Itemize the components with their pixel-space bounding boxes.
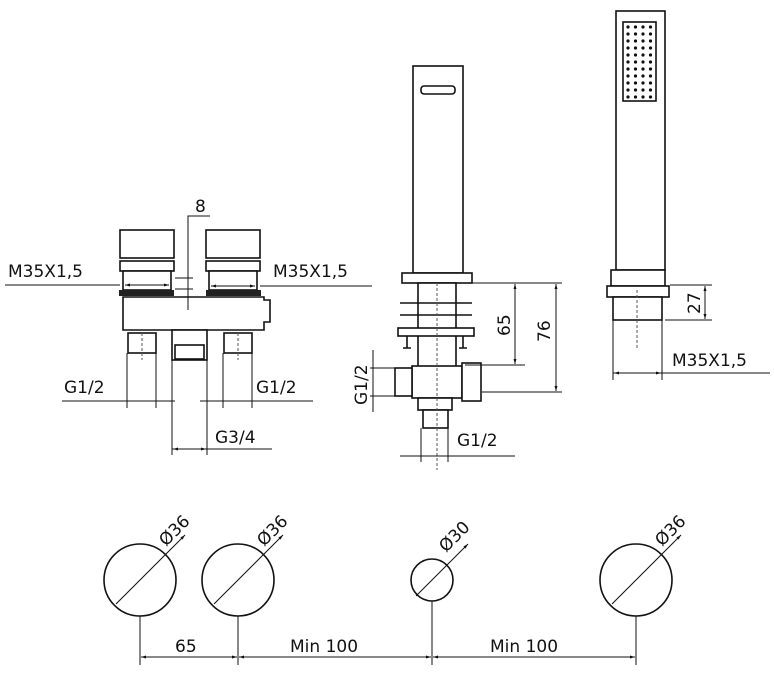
spray-nozzle-dot xyxy=(648,81,653,85)
hole-3: Ø30 xyxy=(410,518,474,602)
spray-nozzle-dot xyxy=(633,67,638,71)
hole-layout-drawing: Ø36 Ø36 Ø30 Ø36 65 Min 100 Min 100 xyxy=(103,512,690,665)
spray-nozzle-dot xyxy=(626,60,630,64)
inlet-side-label: G1/2 xyxy=(352,364,372,405)
hole-4: Ø36 xyxy=(599,512,690,617)
outlet-center-label: G3/4 xyxy=(215,428,256,448)
spray-nozzle-dot xyxy=(633,53,638,57)
spray-nozzle-dot xyxy=(633,25,638,29)
hole-3-diameter: Ø30 xyxy=(435,518,474,557)
spray-nozzle-dot xyxy=(641,53,645,57)
inlet-bottom-label: G1/2 xyxy=(457,431,498,451)
spray-nozzle-dot xyxy=(641,32,645,36)
spray-nozzle-dot xyxy=(648,46,653,50)
spacing-label: 8 xyxy=(195,197,206,217)
spray-nozzle-dot xyxy=(648,95,653,99)
outlet-right-label: G1/2 xyxy=(256,378,297,398)
spout-drawing: 65 76 G1/2 G1/2 xyxy=(352,65,562,470)
spray-nozzle-dot xyxy=(648,60,653,64)
spray-nozzle-dot xyxy=(641,74,645,78)
spray-nozzle-dot xyxy=(626,39,630,43)
hole-2-diameter: Ø36 xyxy=(253,512,292,551)
height-76-label: 76 xyxy=(535,320,555,342)
thread-right-label: M35X1,5 xyxy=(273,262,348,282)
valve-block-drawing: M35X1,5 M35X1,5 8 G1/2 G1/2 G3/4 xyxy=(5,197,372,455)
spray-nozzle-dot xyxy=(641,67,645,71)
spray-nozzle-dot xyxy=(641,60,645,64)
outlet-left-label: G1/2 xyxy=(64,378,105,398)
spacing-1-label: 65 xyxy=(175,637,197,657)
spray-nozzle-dot xyxy=(648,53,653,57)
spray-nozzle-dot xyxy=(633,32,638,36)
spacing-3-label: Min 100 xyxy=(490,637,558,657)
hand-shower-thread-label: M35X1,5 xyxy=(672,351,747,371)
spray-nozzle-dot xyxy=(633,81,638,85)
spray-nozzles xyxy=(626,25,653,99)
spray-nozzle-dot xyxy=(633,95,638,99)
hand-shower-drawing: M35X1,5 27 xyxy=(606,10,770,380)
hole-1: Ø36 xyxy=(103,512,194,617)
spray-nozzle-dot xyxy=(626,53,630,57)
hole-2: Ø36 xyxy=(201,512,292,617)
thread-left-label: M35X1,5 xyxy=(8,262,83,282)
spray-nozzle-dot xyxy=(633,60,638,64)
spray-nozzle-dot xyxy=(633,88,638,92)
hole-4-diameter: Ø36 xyxy=(651,512,690,551)
spray-nozzle-dot xyxy=(641,81,645,85)
spray-nozzle-dot xyxy=(626,81,630,85)
spray-nozzle-dot xyxy=(626,25,630,29)
spray-nozzle-dot xyxy=(641,88,645,92)
spray-nozzle-dot xyxy=(641,39,645,43)
spacing-2-label: Min 100 xyxy=(290,637,358,657)
spray-nozzle-dot xyxy=(648,32,653,36)
spray-nozzle-dot xyxy=(633,39,638,43)
spray-nozzle-dot xyxy=(626,46,630,50)
spray-nozzle-dot xyxy=(633,46,638,50)
spray-nozzle-dot xyxy=(648,67,653,71)
spray-nozzle-dot xyxy=(648,74,653,78)
spray-nozzle-dot xyxy=(641,25,645,29)
height-65-label: 65 xyxy=(495,314,515,336)
spray-nozzle-dot xyxy=(648,39,653,43)
spray-nozzle-dot xyxy=(626,67,630,71)
holder-height-label: 27 xyxy=(685,292,705,314)
spray-nozzle-dot xyxy=(626,32,630,36)
spray-nozzle-dot xyxy=(641,95,645,99)
spray-nozzle-dot xyxy=(648,88,653,92)
spray-nozzle-dot xyxy=(626,95,630,99)
spray-nozzle-dot xyxy=(626,88,630,92)
spray-nozzle-dot xyxy=(626,74,630,78)
spray-nozzle-dot xyxy=(633,74,638,78)
spray-nozzle-dot xyxy=(641,46,645,50)
spray-nozzle-dot xyxy=(648,25,653,29)
hole-1-diameter: Ø36 xyxy=(155,512,194,551)
